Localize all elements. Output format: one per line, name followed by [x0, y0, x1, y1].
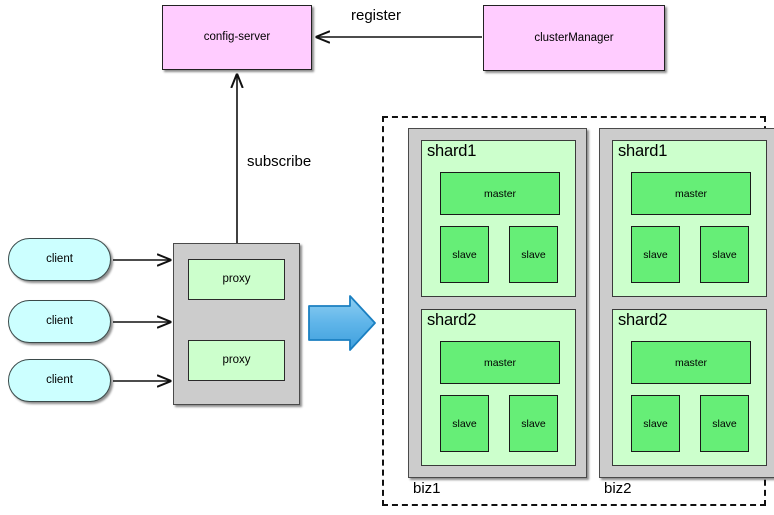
- node-cluster-manager[interactable]: clusterManager: [483, 5, 665, 71]
- cluster-biz1-label: biz1: [413, 480, 441, 497]
- proxy-2-label: proxy: [222, 354, 251, 367]
- biz2-shard2-master[interactable]: master: [631, 341, 751, 384]
- biz2-shard1-slave-2-label: slave: [712, 248, 737, 261]
- client-2-label: client: [46, 315, 73, 328]
- edge-label-subscribe: subscribe: [247, 153, 312, 170]
- biz2-shard2-slave-1-label: slave: [643, 417, 668, 430]
- biz1-shard1-title: shard1: [427, 142, 477, 160]
- biz1-shard1-slave-1[interactable]: slave: [440, 226, 489, 283]
- biz2-shard2-slave-2-label: slave: [712, 417, 737, 430]
- biz2-shard1-slave-2[interactable]: slave: [700, 226, 749, 283]
- biz1-shard1-master-label: master: [483, 187, 517, 200]
- biz1-shard2-master[interactable]: master: [440, 341, 560, 384]
- proxy-1-label: proxy: [222, 273, 251, 286]
- node-config-server[interactable]: config-server: [162, 5, 312, 70]
- node-client-2[interactable]: client: [8, 300, 111, 343]
- biz2-shard2-slave-1[interactable]: slave: [631, 395, 680, 452]
- node-client-1[interactable]: client: [8, 238, 111, 281]
- biz1-shard2-slave-1-label: slave: [452, 417, 477, 430]
- biz2-shard2-panel: shard2 master slave slave: [612, 309, 767, 466]
- config-server-label: config-server: [203, 31, 271, 44]
- biz2-shard2-master-label: master: [674, 356, 708, 369]
- biz1-shard2-master-label: master: [483, 356, 517, 369]
- biz2-shard1-title: shard1: [618, 142, 668, 160]
- biz2-shard1-master[interactable]: master: [631, 172, 751, 215]
- biz2-shard2-title: shard2: [618, 311, 668, 329]
- cluster-biz2-label: biz2: [604, 480, 632, 497]
- biz2-shard1-slave-1-label: slave: [643, 248, 668, 261]
- biz2-shard1-master-label: master: [674, 187, 708, 200]
- proxy-group-container: proxy proxy: [173, 243, 300, 405]
- cluster-biz2-container: shard1 master slave slave shard2 master …: [599, 128, 774, 478]
- edge-label-register: register: [351, 7, 402, 24]
- biz2-shard1-panel: shard1 master slave slave: [612, 140, 767, 297]
- biz1-shard1-slave-2-label: slave: [521, 248, 546, 261]
- node-proxy-2[interactable]: proxy: [188, 340, 285, 381]
- biz1-shard2-slave-2-label: slave: [521, 417, 546, 430]
- node-proxy-1[interactable]: proxy: [188, 259, 285, 300]
- node-client-3[interactable]: client: [8, 359, 111, 402]
- biz1-shard1-master[interactable]: master: [440, 172, 560, 215]
- biz1-shard1-panel: shard1 master slave slave: [421, 140, 576, 297]
- biz2-shard2-slave-2[interactable]: slave: [700, 395, 749, 452]
- biz1-shard2-slave-2[interactable]: slave: [509, 395, 558, 452]
- biz1-shard2-slave-1[interactable]: slave: [440, 395, 489, 452]
- biz1-shard2-title: shard2: [427, 311, 477, 329]
- biz1-shard1-slave-2[interactable]: slave: [509, 226, 558, 283]
- blue-flow-arrow-icon: [308, 295, 376, 351]
- biz1-shard2-panel: shard2 master slave slave: [421, 309, 576, 466]
- client-1-label: client: [46, 253, 73, 266]
- cluster-manager-label: clusterManager: [534, 31, 614, 44]
- biz1-shard1-slave-1-label: slave: [452, 248, 477, 261]
- biz2-shard1-slave-1[interactable]: slave: [631, 226, 680, 283]
- cluster-biz1-container: shard1 master slave slave shard2 master …: [408, 128, 587, 478]
- client-3-label: client: [46, 374, 73, 387]
